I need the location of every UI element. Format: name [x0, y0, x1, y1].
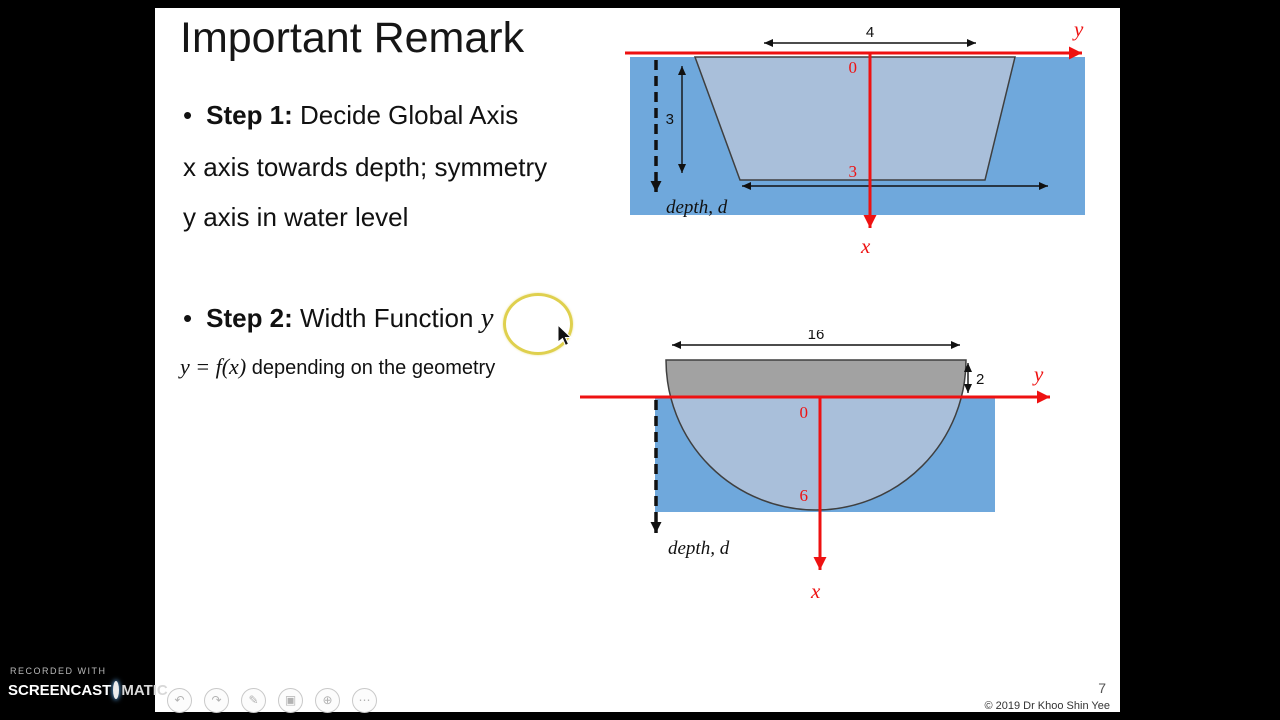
brand-row: SCREENCAST MATIC	[8, 681, 168, 699]
y-axis-label: y	[1072, 20, 1084, 41]
more-icon[interactable]: ⋯	[352, 688, 377, 713]
dim-left-height-label: 3	[666, 111, 674, 128]
slide-title: Important Remark	[180, 14, 525, 62]
depth-tick-label: 6	[800, 486, 809, 505]
origin-label: 0	[800, 403, 809, 422]
depth-tick-label: 3	[849, 162, 858, 181]
slide: Important Remark • Step 1: Decide Global …	[155, 8, 1120, 713]
step2-label: Step 2:	[206, 303, 293, 333]
screencast-watermark: RECORDED WITH SCREENCAST MATIC	[0, 658, 168, 720]
y-axis-label: y	[1032, 362, 1044, 386]
brand-matic: MATIC	[121, 681, 168, 699]
step2-detail: y = f(x) depending on the geometry	[180, 354, 495, 380]
step1-label: Step 1:	[206, 100, 293, 130]
step1-detail-y: y axis in water level	[183, 202, 409, 232]
step2-line: • Step 2: Width Function y	[183, 302, 494, 335]
width-function-note: depending on the geometry	[246, 357, 496, 379]
width-function-formula: y = f(x)	[180, 354, 247, 379]
dim-above-water-label: 2	[976, 371, 984, 388]
plate-above-water	[666, 360, 966, 397]
step1-text: Decide Global Axis	[292, 100, 519, 130]
step1-detail-x: x axis towards depth; symmetry	[183, 152, 548, 182]
zoom-icon[interactable]: ⊕	[315, 688, 340, 713]
x-axis-label: x	[860, 234, 871, 258]
copy-icon[interactable]: ▣	[278, 688, 303, 713]
dim-top-width-label: 4	[866, 24, 874, 41]
screencastomatic-logo-icon	[113, 681, 120, 699]
depth-label: depth, d	[668, 538, 730, 559]
step2-text: Width Function	[292, 303, 481, 333]
step2-math-y: y	[480, 302, 494, 334]
depth-label: depth, d	[666, 197, 728, 218]
slide-page-number: 7	[1098, 680, 1106, 696]
bullet-icon: •	[183, 303, 193, 333]
redo-icon[interactable]: ↷	[204, 688, 229, 713]
trapezoid-plate	[693, 56, 1016, 181]
dim-top-width-label: 16	[808, 330, 825, 343]
trapezoid-diagram: 4 3 y x 0 3 depth, d	[625, 20, 1085, 258]
copyright-text: © 2019 Dr Khoo Shin Yee	[984, 700, 1110, 712]
bullet-icon: •	[183, 100, 193, 130]
screencast-controls: ↶ ↷ ✎ ▣ ⊕ ⋯	[167, 688, 377, 713]
step1-line: • Step 1: Decide Global Axis	[183, 100, 518, 131]
x-axis-label: x	[810, 579, 821, 603]
pen-icon[interactable]: ✎	[241, 688, 266, 713]
mouse-cursor	[557, 324, 573, 347]
yellow-highlight-circle	[503, 293, 573, 355]
semicircle-diagram: 16 2 y x 0 6 depth, d	[580, 330, 1050, 603]
recorded-with-label: RECORDED WITH	[10, 666, 107, 676]
brand-screencast: SCREENCAST	[8, 681, 112, 699]
undo-icon[interactable]: ↶	[167, 688, 192, 713]
origin-label: 0	[849, 58, 858, 77]
